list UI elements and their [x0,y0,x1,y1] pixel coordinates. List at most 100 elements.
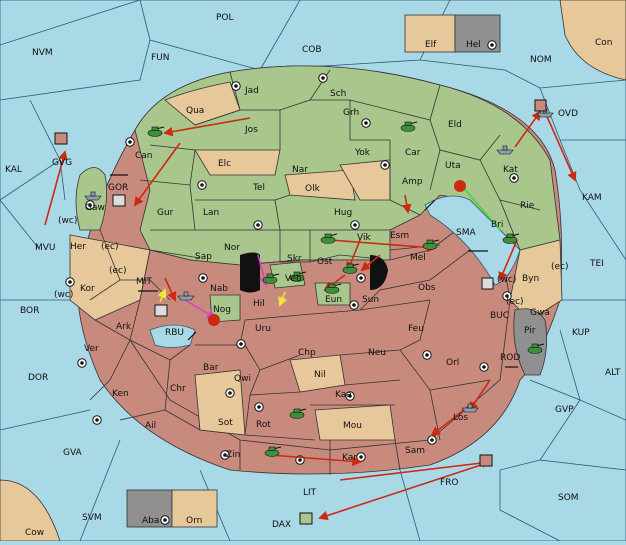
label-lit: LIT [303,488,317,498]
region-borders [89,69,541,475]
label-sch: Sch [330,89,346,99]
inset-top [404,14,501,53]
label-yok: Yok [354,148,371,158]
label-cob: COB [302,45,322,55]
label-svm: SVM [82,513,102,523]
label-her: Her [70,242,86,252]
label-ovd: OVD [558,109,578,119]
region-pir[interactable] [513,308,548,376]
label-eun: Eun [325,295,342,305]
label-nom: NOM [530,55,552,65]
label-dax: DAX [272,520,291,530]
label-grh: Grh [343,108,359,118]
label-bar: Bar [203,363,219,373]
label-nab: Nab [210,284,228,294]
label-ken: Ken [112,389,129,399]
label-pir: Pir [524,326,536,336]
label-alt: ALT [605,368,621,378]
label-ec2: (ec) [109,266,127,276]
label-olk: Olk [305,184,321,194]
label-cow: Cow [25,528,44,538]
label-orl: Orl [446,358,459,368]
label-los: Los [453,413,468,423]
label-mou: Mou [343,421,362,431]
label-nil: Nil [314,370,326,380]
label-hug: Hug [334,208,352,218]
label-ail: Ail [145,421,156,431]
inset-label-layer: Elf Hel Aba Orn [142,40,481,526]
region-byn-gwa[interactable] [509,239,563,321]
label-uta: Uta [445,161,461,171]
region-kor-her[interactable] [69,234,151,321]
label-kam: KAM [582,193,602,203]
label-gwa: Gwa [530,308,550,318]
center-hub-east [370,255,388,290]
region-qua[interactable] [164,81,241,126]
label-mel: Mel [410,253,426,263]
label-rod: ROD [500,353,520,363]
label-con: Con [595,38,613,48]
label-kar: Kar [342,453,357,463]
label-ver: Ver [84,344,99,354]
label-nor: Nor [224,243,240,253]
label-neu: Neu [368,348,386,358]
label-chp: Chp [298,348,316,358]
label-gor: GOR [108,183,128,193]
label-rot: Rot [256,420,271,430]
dislodge-markers [54,99,547,525]
sea-label-layer: POL FUN COB NVM NOM Con KAL GVG OVD KAM … [5,13,621,538]
label-mit: MIT [136,277,152,287]
label-ost: Ost [317,257,333,267]
label-ec1: (ec) [101,242,119,252]
label-qwi: Qwi [234,374,251,384]
convoy-arrows [110,174,518,368]
label-kaa: Kaa [335,390,352,400]
label-sam: Sam [405,446,425,456]
label-jos: Jos [244,125,258,135]
label-gur: Gur [157,208,174,218]
label-elf: Elf [425,40,437,50]
label-nar: Nar [292,165,308,175]
inset-bottom [126,489,218,528]
label-esm: Esm [390,231,409,241]
label-feu: Feu [408,324,424,334]
label-orn: Orn [186,516,202,526]
label-amp: Amp [402,177,423,187]
label-can: Can [135,151,153,161]
label-uru: Uru [255,324,271,334]
label-zin: Zin [226,450,240,460]
label-skr: Skr [287,254,302,264]
region-olk[interactable] [284,169,356,201]
label-buc: BUC [490,311,509,321]
orders [44,110,577,521]
label-wc1: (wc) [58,216,77,226]
label-ark: Ark [116,322,132,332]
label-kup: KUP [572,328,590,338]
conflict-markers [208,180,466,326]
label-qua: Qua [186,106,204,116]
label-rie: Rie [520,201,535,211]
label-gaw: Gaw [85,203,105,213]
label-gvp: GVP [555,405,574,415]
coast-label-layer: (wc) (ec) (ec) (wc) (wc) (ec) (ec) [54,216,569,307]
label-obs: Obs [418,283,436,293]
center-hub-west [240,252,260,293]
label-ec4: (ec) [506,297,524,307]
label-elc: Elc [218,159,231,169]
label-aba: Aba [142,516,159,526]
label-lan: Lan [203,208,219,218]
label-som: SOM [558,493,579,503]
label-hil: Hil [253,299,265,309]
label-sot: Sot [218,418,233,428]
label-hel: Hel [466,40,481,50]
label-wc3: (wc) [497,275,516,285]
label-wc2: (wc) [54,290,73,300]
label-ec3: (ec) [551,262,569,272]
region-elc[interactable] [194,149,281,176]
label-rbu: RBU [165,328,184,338]
label-fun: FUN [151,53,170,63]
label-jad: Jad [244,86,259,96]
